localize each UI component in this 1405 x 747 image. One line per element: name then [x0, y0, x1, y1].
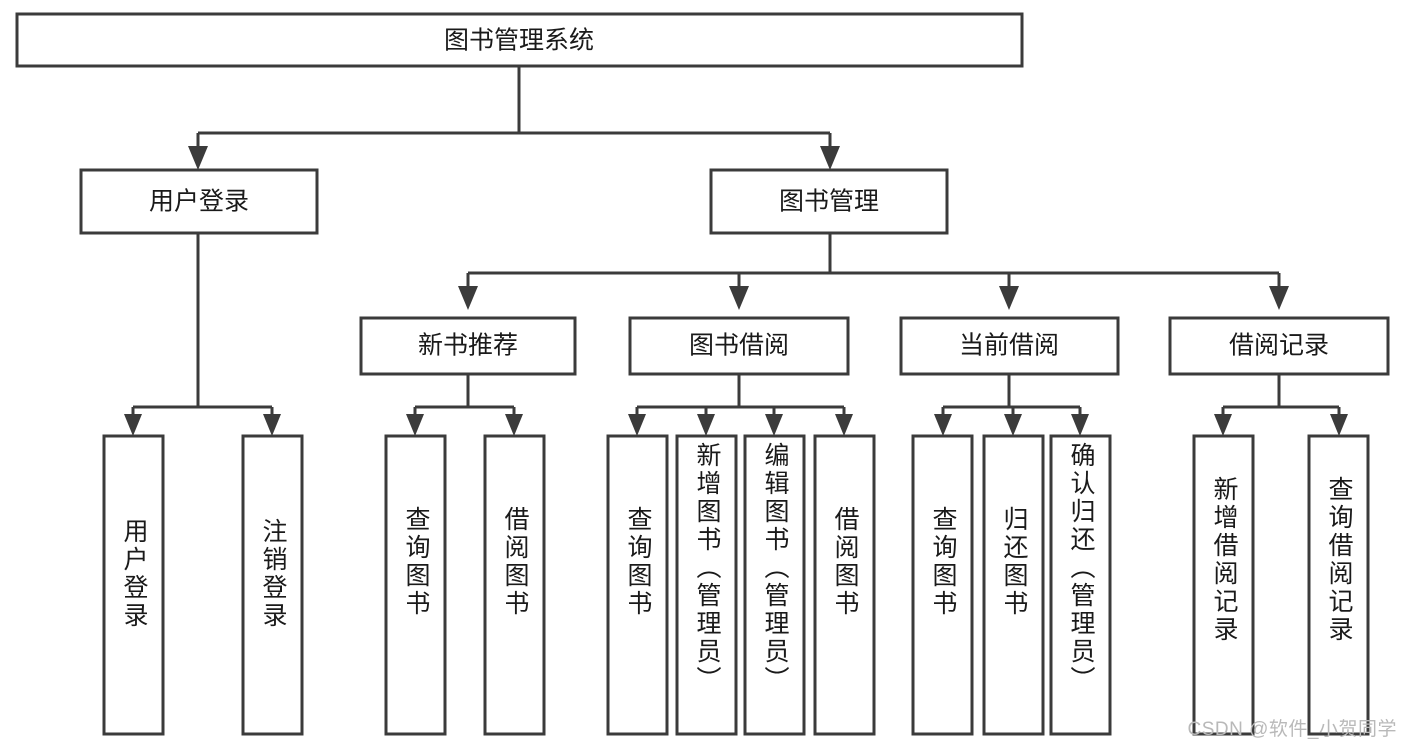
node-current-borrow-label: 当前借阅	[959, 332, 1059, 360]
node-leaf-borrow-book-2-box[interactable]	[813, 434, 876, 736]
csdn-watermark: CSDN @软件_小贺同学	[1187, 719, 1397, 740]
arrow-head-new-book-recommend	[458, 286, 478, 310]
arrow-head-leaf-add-book	[697, 414, 715, 436]
arrow-head-leaf-query-book-2	[628, 414, 646, 436]
arrow-head-leaf-confirm-return	[1071, 414, 1089, 436]
node-leaf-logout-login-box[interactable]	[241, 434, 304, 736]
node-leaf-query-book-2-box[interactable]	[606, 434, 669, 736]
arrow-head-leaf-borrow-book-2	[835, 414, 853, 436]
node-new-book-recommend-label: 新书推荐	[418, 332, 518, 360]
arrow-head-book-management	[820, 146, 840, 170]
node-leaf-query-record-box[interactable]	[1307, 434, 1370, 736]
arrow-head-borrow-record	[1269, 286, 1289, 310]
arrow-head-current-borrow	[999, 286, 1019, 310]
node-leaf-borrow-book-1-box[interactable]	[483, 434, 546, 736]
connector-group-book-borrow	[628, 374, 853, 436]
node-leaf-user-login-box[interactable]	[102, 434, 165, 736]
node-user-login-box[interactable]	[79, 168, 319, 235]
arrow-head-leaf-query-book-3	[934, 414, 952, 436]
node-root-box[interactable]	[15, 12, 1024, 68]
arrow-head-leaf-edit-book	[765, 414, 783, 436]
arrow-head-user-login	[188, 146, 208, 170]
arrow-head-leaf-query-record	[1330, 414, 1348, 436]
connector-group-borrow-record	[1214, 374, 1348, 436]
node-borrow-record-box[interactable]	[1168, 316, 1390, 376]
connector-group-root	[188, 66, 840, 170]
node-leaf-confirm-return-box[interactable]	[1049, 434, 1112, 736]
node-current-borrow-box[interactable]	[899, 316, 1120, 376]
node-leaf-return-book-box[interactable]	[982, 434, 1045, 736]
arrow-head-book-borrow	[729, 286, 749, 310]
node-borrow-record-label: 借阅记录	[1229, 332, 1329, 360]
connector-group-user-login	[124, 233, 281, 436]
node-new-book-recommend-box[interactable]	[359, 316, 577, 376]
connector-group-current-borrow	[934, 374, 1089, 436]
node-leaf-query-book-3-box[interactable]	[911, 434, 974, 736]
node-book-borrow-label: 图书借阅	[689, 332, 789, 360]
arrow-head-leaf-query-book-1	[406, 414, 424, 436]
node-leaf-query-book-1-box[interactable]	[384, 434, 447, 736]
arrow-head-leaf-add-record	[1214, 414, 1232, 436]
node-book-management-label: 图书管理	[779, 188, 879, 216]
node-root-label: 图书管理系统	[444, 27, 594, 55]
node-book-management-box[interactable]	[709, 168, 949, 235]
arrow-head-leaf-borrow-book-1	[505, 414, 523, 436]
node-leaf-add-record-box[interactable]	[1192, 434, 1255, 736]
connector-group-new-book-recommend	[406, 374, 523, 436]
node-user-login-label: 用户登录	[149, 188, 249, 216]
arrow-head-leaf-user-login	[124, 414, 142, 436]
arrow-head-leaf-return-book	[1004, 414, 1022, 436]
connector-group-book-management	[458, 233, 1289, 310]
node-leaf-add-book-box[interactable]	[675, 434, 738, 736]
arrow-head-leaf-logout-login	[263, 414, 281, 436]
node-book-borrow-box[interactable]	[628, 316, 850, 376]
node-leaf-edit-book-box[interactable]	[743, 434, 806, 736]
